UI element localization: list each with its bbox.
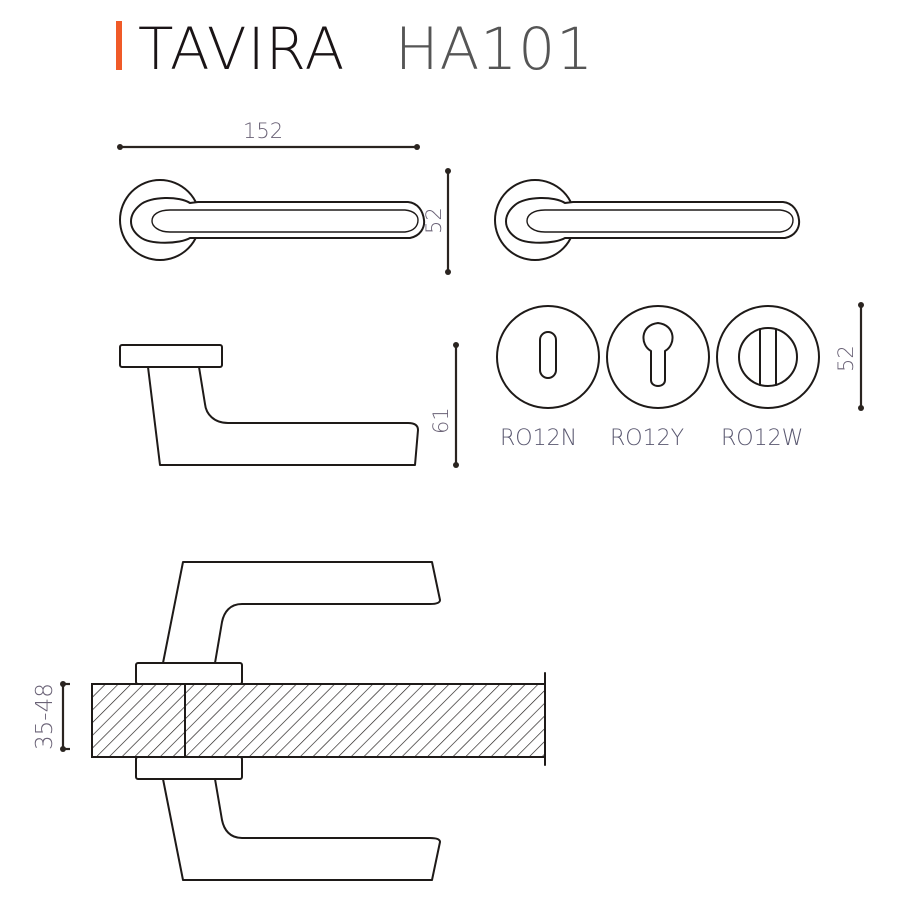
handle-top-view-back <box>494 179 801 261</box>
dimension-door-thickness: 35-48 <box>32 681 70 752</box>
section-view <box>91 561 546 881</box>
rosette-label: RO12Y <box>610 426 684 451</box>
dimension-top-height: 52 <box>422 168 451 275</box>
rosette-label: RO12W <box>721 426 803 451</box>
dimension-length-label: 152 <box>243 119 283 143</box>
rosette-wc-turn: RO12W <box>716 305 820 451</box>
door-section <box>91 683 546 758</box>
dimension-top-height-label: 52 <box>422 207 446 234</box>
lower-handle <box>162 778 441 881</box>
dimension-rosette-diameter-label: 52 <box>834 345 858 372</box>
rosette-keyhole: RO12N <box>496 305 600 451</box>
product-name: TAVIRA <box>138 15 345 83</box>
dimension-side-height: 61 <box>429 342 459 468</box>
title-accent-bar <box>116 21 122 70</box>
handle-top-view-front <box>119 179 426 261</box>
handle-side-view <box>119 344 419 466</box>
upper-handle <box>162 561 441 664</box>
dimension-door-thickness-label: 35-48 <box>32 683 58 750</box>
dimension-length: 152 <box>117 119 420 150</box>
dimension-side-height-label: 61 <box>429 407 453 434</box>
dimension-rosette-diameter: 52 <box>834 302 864 411</box>
lower-rosette <box>135 756 243 780</box>
rosette-label: RO12N <box>500 426 577 451</box>
upper-rosette <box>135 662 243 685</box>
rosette-euro-cylinder: RO12Y <box>606 305 710 451</box>
model-number: HA101 <box>395 15 594 83</box>
